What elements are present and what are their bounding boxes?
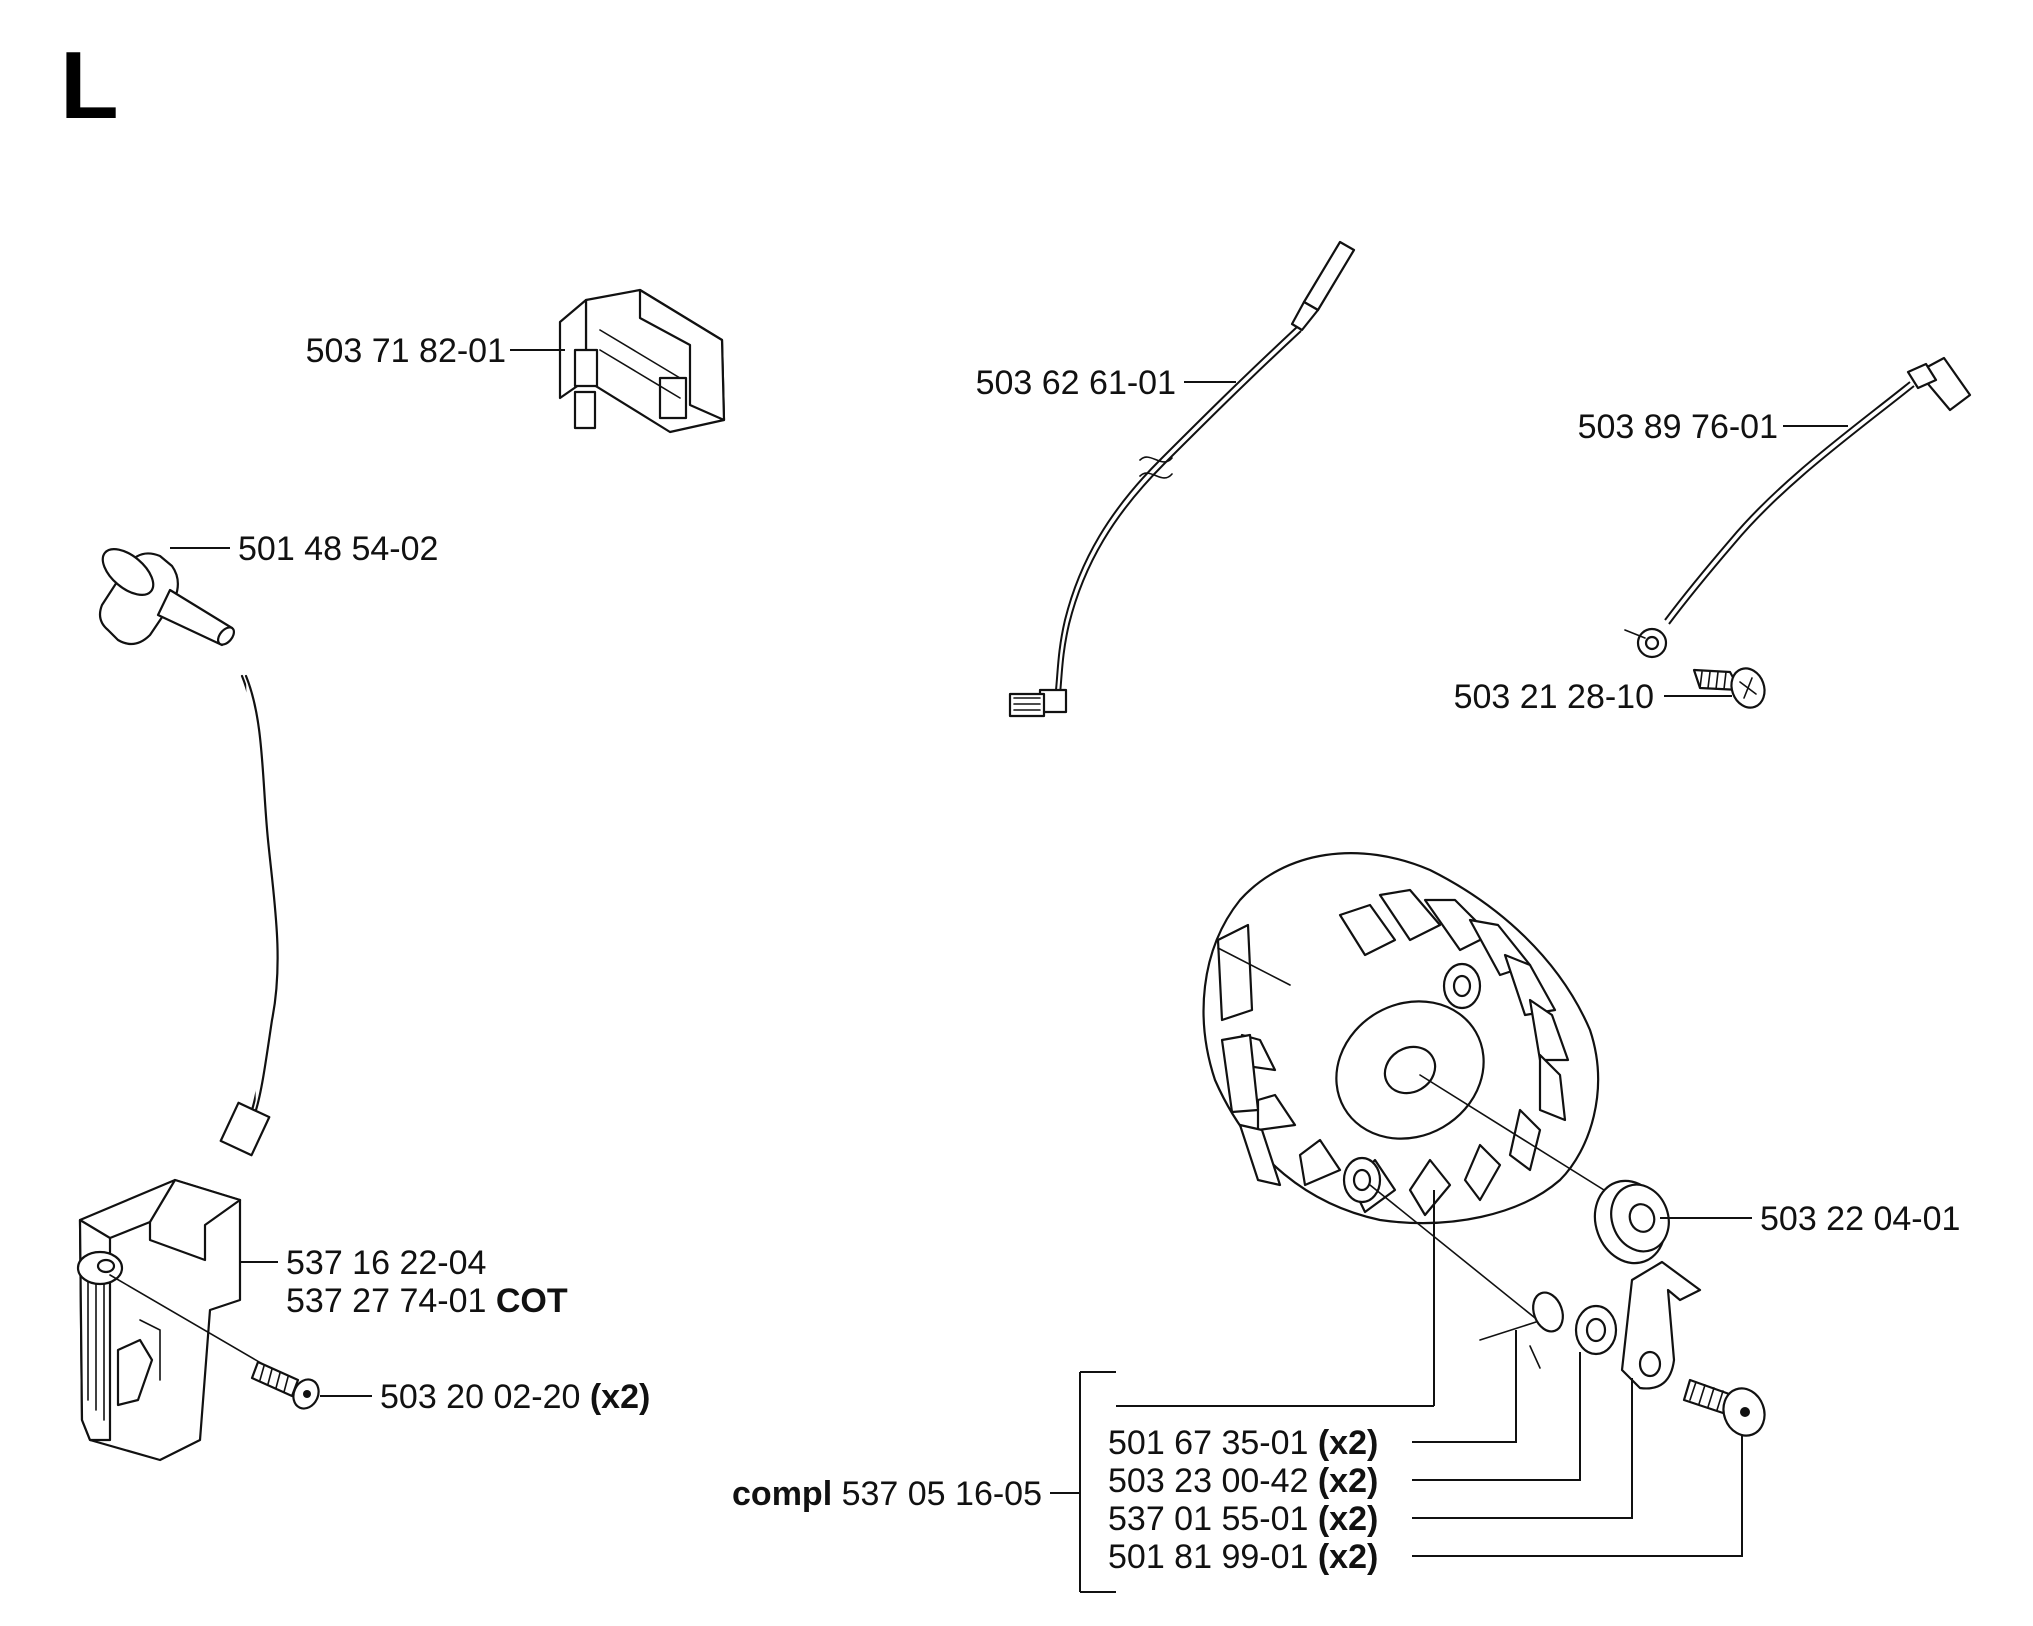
spring-label: 501 67 35-01 (x2) <box>1108 1424 1378 1462</box>
pawl-screw-leader <box>1412 1436 1743 1557</box>
ground-screw-part-no: 503 21 28-10 <box>1454 678 1654 716</box>
wire-ground-part-no: 503 89 76-01 <box>1578 408 1778 446</box>
spark-plug-cap-part-no: 501 48 54-02 <box>238 530 438 568</box>
wire-short-part-no: 503 62 61-01 <box>976 364 1176 402</box>
pawl-part <box>1620 1260 1702 1390</box>
module-screw-part <box>250 1360 320 1410</box>
switch-part-no: 503 71 82-01 <box>306 332 506 370</box>
washer-leader <box>1412 1352 1581 1481</box>
pawl-leader <box>1412 1378 1633 1519</box>
ground-screw-part <box>1692 667 1766 709</box>
pawl-screw-part <box>1682 1378 1766 1437</box>
flywheel-nut-part <box>1593 1179 1670 1265</box>
ignition-module-part <box>76 674 291 1462</box>
spring-leader <box>1412 1330 1517 1443</box>
spring-part <box>1479 1291 1564 1369</box>
flywheel-compl-label: compl 537 05 16-05 <box>732 1475 1042 1513</box>
washer-label: 503 23 00-42 (x2) <box>1108 1462 1378 1500</box>
compl-bracket <box>1050 1190 1435 1593</box>
wire-ground-part <box>1624 356 1972 659</box>
flywheel-nut-part-no: 503 22 04-01 <box>1760 1200 1960 1238</box>
section-letter: L <box>60 32 119 139</box>
spark-plug-cap-part <box>98 548 236 647</box>
pawl-label: 537 01 55-01 (x2) <box>1108 1500 1378 1538</box>
wire-short-part <box>1008 240 1356 718</box>
flywheel-part <box>1202 852 1621 1331</box>
ignition-module-alt-part-no: 537 27 74-01 COT <box>286 1282 568 1320</box>
ignition-module-part-no: 537 16 22-04 <box>286 1244 486 1282</box>
washer-part <box>1574 1304 1618 1356</box>
switch-part <box>558 288 726 434</box>
module-screw-label: 503 20 02-20 (x2) <box>380 1378 650 1416</box>
pawl-screw-label: 501 81 99-01 (x2) <box>1108 1538 1378 1576</box>
